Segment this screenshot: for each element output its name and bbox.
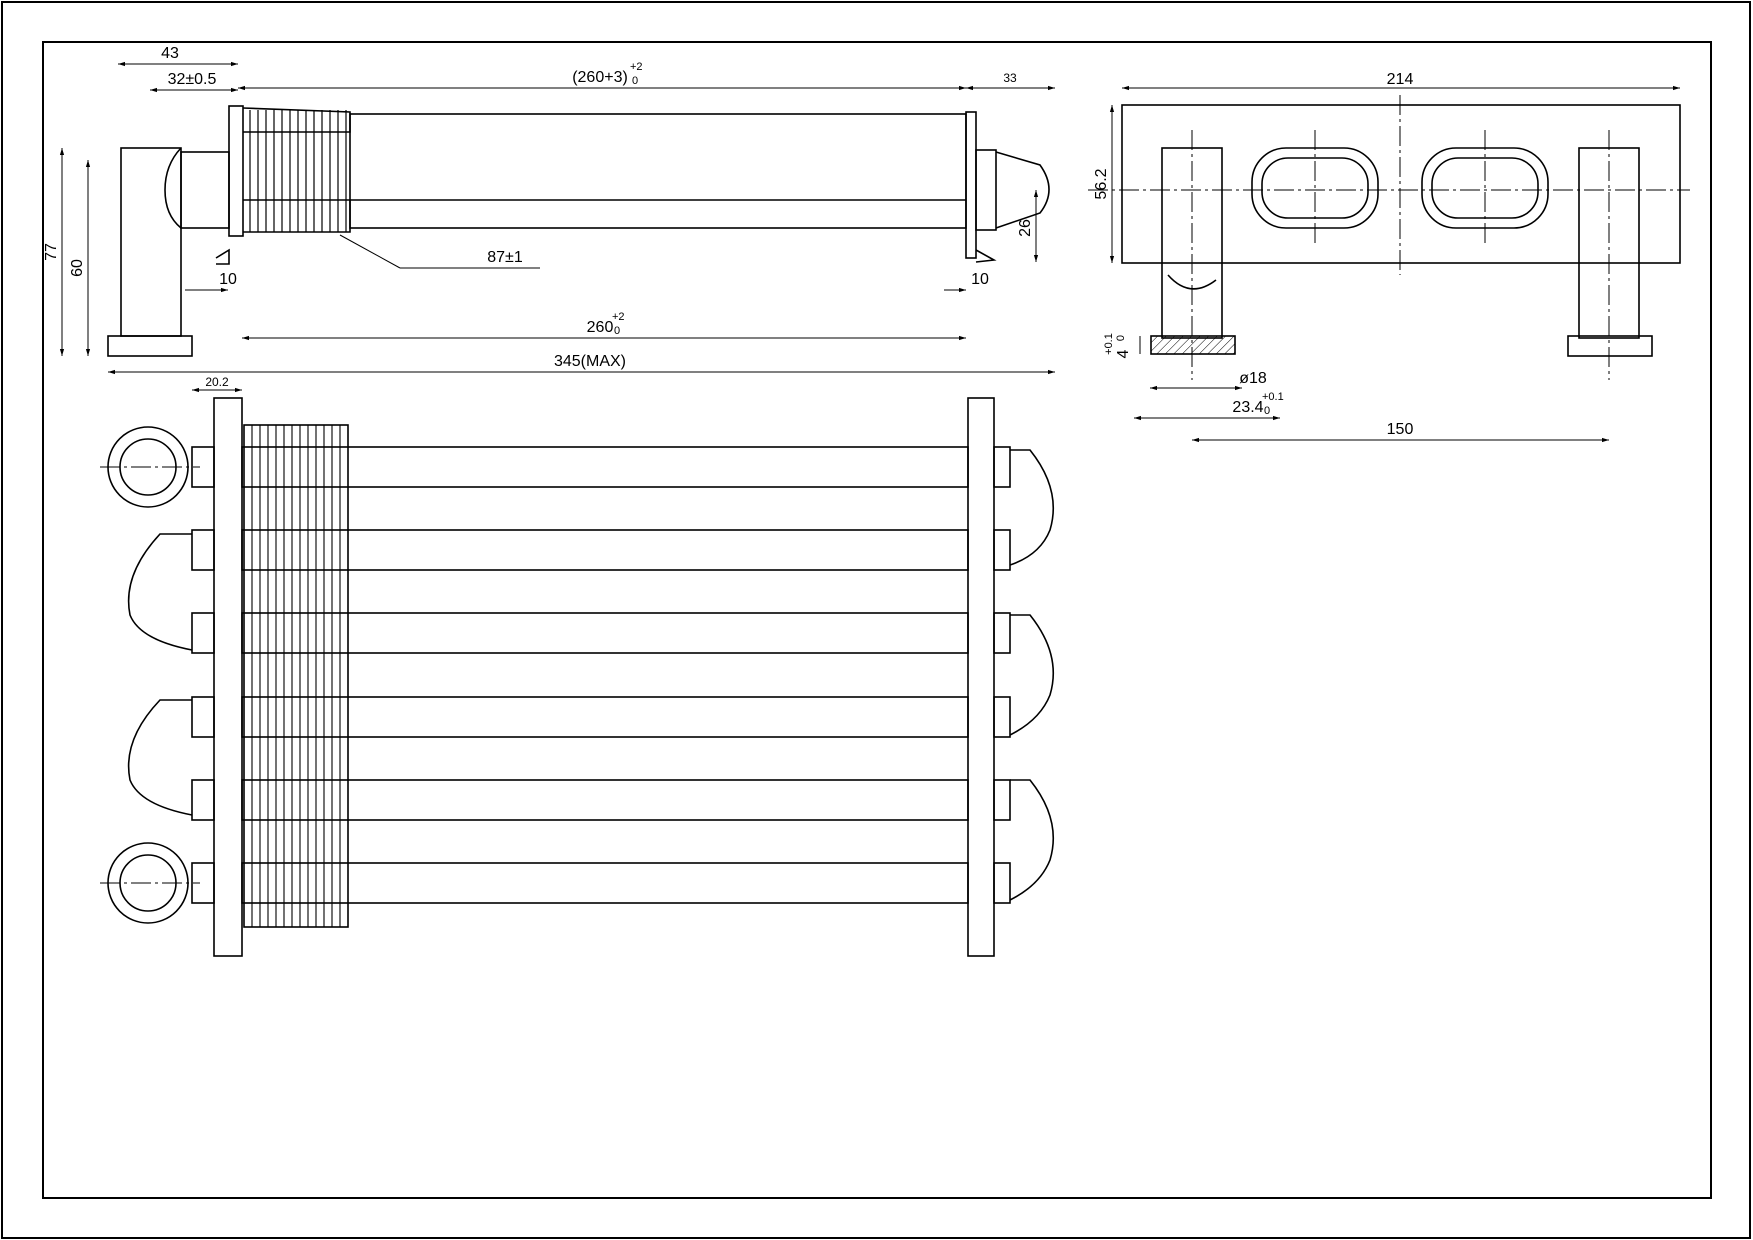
front-view xyxy=(1088,95,1690,380)
dim-77: 77 xyxy=(43,243,60,261)
dim-4-upper: +0.1 xyxy=(1103,333,1115,355)
dimension-lines xyxy=(59,61,1680,443)
dim-260-lower: 0 xyxy=(614,325,620,337)
dim-32: 32±0.5 xyxy=(168,71,217,88)
dim-20-2: 20.2 xyxy=(205,375,229,389)
dim-150: 150 xyxy=(1387,421,1414,438)
dim-43: 43 xyxy=(161,45,179,62)
dim-23-4: 23.4 xyxy=(1232,399,1263,416)
dim-26: 26 xyxy=(1017,219,1034,237)
dim-60: 60 xyxy=(69,259,86,277)
dim-10-left: 10 xyxy=(219,271,237,288)
dim-345: 345(MAX) xyxy=(554,353,626,370)
dim-260-3: (260+3) xyxy=(572,69,628,86)
dim-260: 260 xyxy=(587,319,614,336)
dim-260-upper: +2 xyxy=(612,311,625,323)
dim-56-2: 56.2 xyxy=(1093,168,1110,199)
dim-23-4-upper: +0.1 xyxy=(1262,391,1284,403)
dim-260-3-lower: 0 xyxy=(632,75,638,87)
dim-10-right: 10 xyxy=(971,271,989,288)
dim-260-3-upper: +2 xyxy=(630,61,643,73)
dim-4-lower: 0 xyxy=(1115,335,1127,341)
side-view xyxy=(107,105,1050,357)
dim-18: ø18 xyxy=(1239,370,1267,387)
plan-view xyxy=(100,397,1055,957)
dimension-labels: 43 32±0.5 (260+3) +2 0 33 77 60 10 10 87… xyxy=(43,45,1413,438)
dim-33: 33 xyxy=(1003,71,1017,85)
dim-23-4-lower: 0 xyxy=(1264,405,1270,417)
dim-214: 214 xyxy=(1387,71,1414,88)
dim-4: 4 xyxy=(1115,349,1132,358)
dim-87: 87±1 xyxy=(487,249,523,266)
inner-frame xyxy=(42,41,1712,1199)
